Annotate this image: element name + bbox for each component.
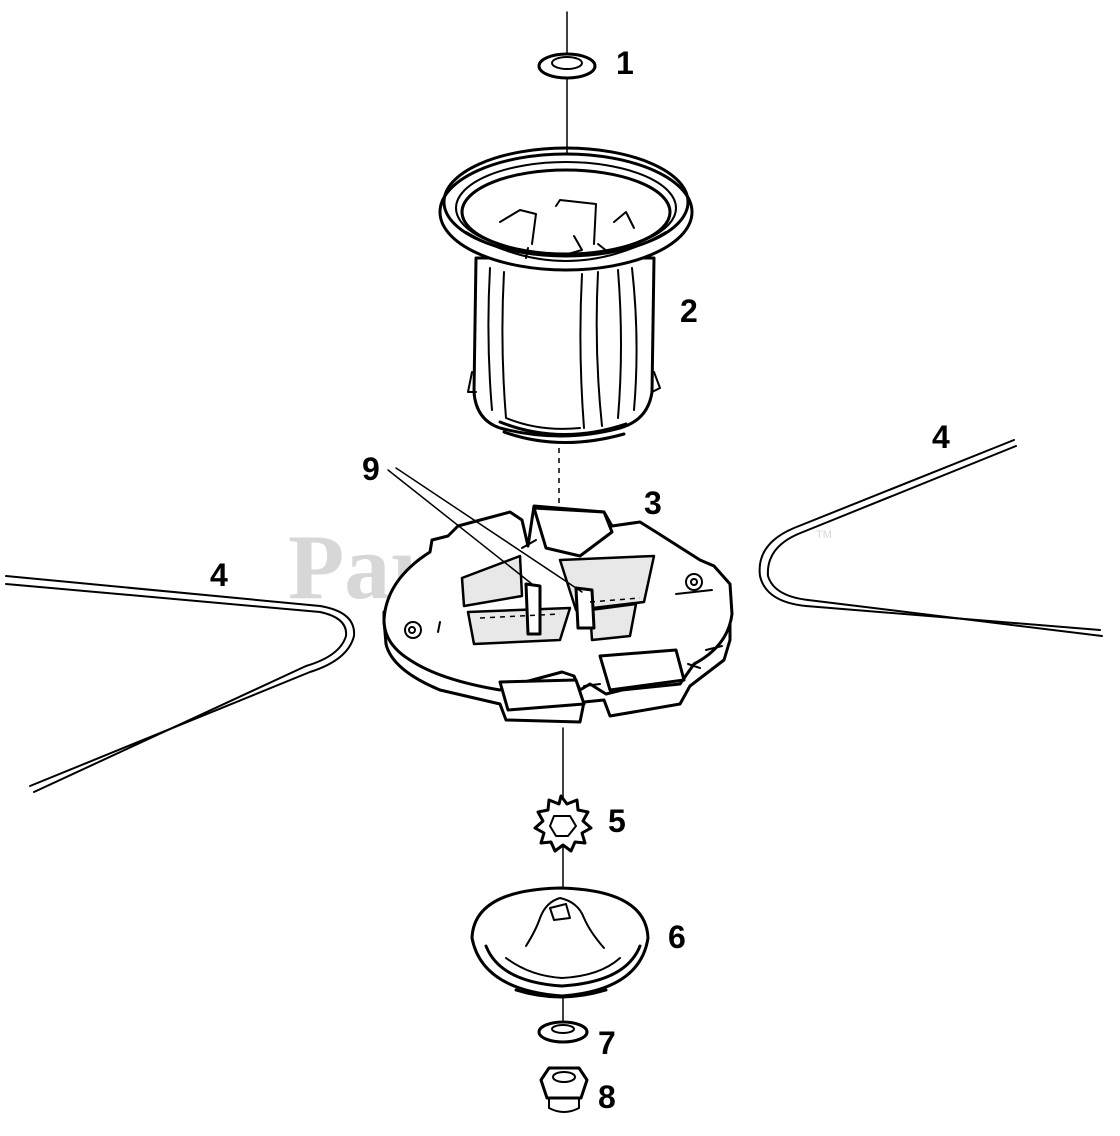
- part-5-star-washer: [533, 794, 593, 853]
- part-6-bump-cap: [470, 886, 650, 999]
- callout-5: 5: [608, 803, 626, 839]
- callout-6: 6: [668, 919, 686, 955]
- callout-4-right: 4: [932, 419, 950, 455]
- callout-3: 3: [644, 485, 662, 521]
- part-2-spool-cup: [438, 146, 694, 444]
- watermark-trademark: TM: [816, 529, 832, 541]
- part-4-trimmer-line-left: [5, 575, 356, 793]
- part-4-trimmer-line-right: [758, 439, 1103, 637]
- callout-4-left: 4: [210, 557, 228, 593]
- part-3-trimmer-head: [382, 504, 734, 724]
- callout-9-leaders: [387, 467, 583, 593]
- callout-2: 2: [680, 293, 698, 329]
- callout-8: 8: [598, 1079, 616, 1115]
- callout-7: 7: [598, 1025, 616, 1061]
- part-7-washer: [537, 1020, 589, 1044]
- callout-9: 9: [362, 451, 380, 487]
- callout-1: 1: [616, 45, 634, 81]
- part-1-washer: [537, 52, 597, 80]
- part-8-nut: [539, 1066, 589, 1113]
